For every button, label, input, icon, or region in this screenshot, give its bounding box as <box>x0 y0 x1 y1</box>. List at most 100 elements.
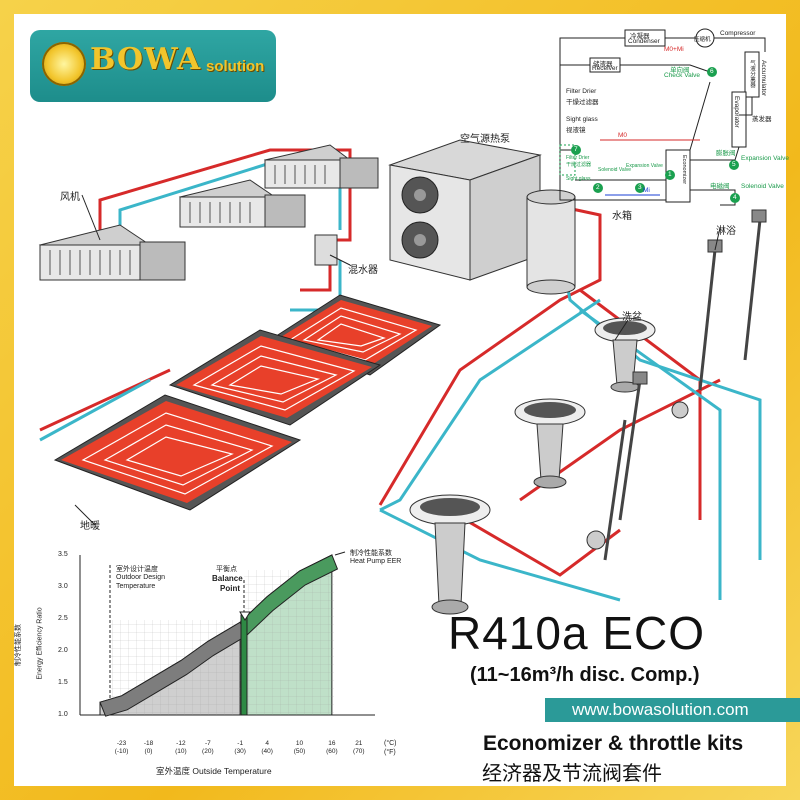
schematic-node-markers <box>571 67 740 203</box>
balance-point-marker-icon <box>239 611 251 621</box>
x-tick-label: 10 (50) <box>288 740 312 756</box>
kit-name-en: Economizer & throttle kits <box>483 732 744 755</box>
sch-sight2: Sight glass <box>566 176 591 182</box>
sch-compressor-cn: 压缩机 <box>694 37 711 43</box>
sch-m0: M0 <box>618 132 628 139</box>
x-tick-label: 16 (60) <box>320 740 344 756</box>
sch-filter: Filter Drier <box>566 88 597 95</box>
chart-design-en2: Temperature <box>116 583 156 590</box>
x-tick-label-f: (-10) <box>114 748 129 755</box>
x-tick-label-f: (70) <box>353 748 365 755</box>
sch-condenser: Condenser <box>628 38 660 45</box>
sch-m0mi: M0+Mi <box>664 46 684 53</box>
eer-chart <box>79 551 375 717</box>
air-source-heat-pump <box>388 139 542 281</box>
label-shower: 淋浴 <box>716 226 736 237</box>
x-tick-label: -12 (10) <box>169 740 193 756</box>
x-tick-label-f: (30) <box>234 748 246 755</box>
sch-node-7: 7 <box>574 146 578 153</box>
y-tick-label: 3.5 <box>58 551 68 558</box>
sch-check-cn: 单向阀 <box>670 67 690 74</box>
chart-unit-f: (°F) <box>384 749 396 756</box>
sch-node-4: 4 <box>733 194 737 201</box>
wash-basins <box>409 317 656 615</box>
chart-ylabel-cn: 制冷性能系数 <box>15 624 22 666</box>
sch-economizer: Economizer <box>681 155 687 185</box>
x-tick-label: -7 (20) <box>196 740 220 756</box>
website-link[interactable]: www.bowasolution.com <box>572 700 749 719</box>
sch-solenoid2: Solenoid Valve <box>741 183 784 190</box>
floor-heating-panels <box>53 294 442 511</box>
x-tick-label: 4 (40) <box>255 740 279 756</box>
x-tick-label-f: (40) <box>261 748 273 755</box>
sch-node-1: 1 <box>668 171 672 178</box>
chart-balance-cn: 平衡点 <box>216 566 237 573</box>
x-tick-label: -18 (0) <box>137 740 161 756</box>
water-tank <box>526 189 576 295</box>
chart-balance-en1: Balance <box>212 574 243 583</box>
sch-receiver-cn: 储液器 <box>593 61 613 68</box>
chart-eer-en: Heat Pump EER <box>350 558 402 565</box>
chart-design-en1: Outdoor Design <box>116 574 166 581</box>
chart-xlabel: 室外温度 Outside Temperature <box>156 766 272 776</box>
chart-balance-en2: Point <box>220 584 240 593</box>
sch-node-2: 2 <box>596 184 600 191</box>
fan-coil-units <box>38 144 379 281</box>
label-mixer: 混水器 <box>348 265 378 276</box>
sch-accumulator-cn: 气液分离器 <box>749 60 755 88</box>
sch-filter-cn: 干燥过滤器 <box>566 99 599 106</box>
x-tick-label-f: (20) <box>202 748 214 755</box>
sch-expansion2: Expansion Valve <box>741 155 789 162</box>
sch-solenoid: Solenoid Valve <box>598 167 631 173</box>
x-tick-label: -1 (30) <box>228 740 252 756</box>
balance-point-column <box>240 614 248 716</box>
label-heat-pump: 空气源热泵 <box>460 134 510 145</box>
x-tick-label-f: (60) <box>326 748 338 755</box>
mixer-valve <box>314 234 338 266</box>
x-tick-label: 21 (70) <box>347 740 371 756</box>
x-tick-label-f: (50) <box>293 748 306 755</box>
chart-design-cn: 室外设计温度 <box>116 566 158 573</box>
sch-expansion: Expansion Valve <box>626 163 663 169</box>
eer-curve-band <box>239 554 339 638</box>
sch-sight: Sight glass <box>566 116 598 123</box>
sch-node-5: 5 <box>732 161 736 168</box>
sch-expansion-cn: 膨胀阀 <box>716 150 736 157</box>
chart-unit-c: (°C) <box>384 740 397 747</box>
product-subtitle: (11~16m³/h disc. Comp.) <box>470 664 700 686</box>
sch-evaporator: Evaporator <box>733 96 740 128</box>
y-tick-label: 2.0 <box>58 647 68 654</box>
brand-suffix: solution <box>206 58 265 75</box>
chart-eer-cn: 制冷性能系数 <box>350 550 392 557</box>
y-tick-label: 2.5 <box>58 615 68 622</box>
shower-columns <box>603 219 762 561</box>
sch-solenoid-cn: 电磁阀 <box>710 183 730 190</box>
label-floor-heating: 地暖 <box>80 521 100 532</box>
chart-ylabel-en: Energy Efficiency Ratio <box>36 607 44 680</box>
product-title: R410a ECO <box>448 607 706 659</box>
x-tick-label-f: (10) <box>175 748 187 755</box>
sch-node-3: 3 <box>638 184 642 191</box>
y-tick-label: 3.0 <box>58 583 68 590</box>
x-tick-label-f: (0) <box>144 748 153 755</box>
sch-sight-cn: 视液镜 <box>566 127 586 134</box>
website-banner <box>545 698 800 722</box>
brand-name: BOWA <box>90 42 202 77</box>
sch-node-6: 6 <box>710 68 714 75</box>
sch-filter2: Filter Drier <box>566 155 590 161</box>
sch-condenser-cn: 冷凝器 <box>630 33 650 40</box>
y-tick-label: 1.5 <box>58 679 68 686</box>
sch-check: Check Valve <box>664 72 701 79</box>
kit-name-cn: 经济器及节流阀套件 <box>482 763 662 785</box>
x-tick-label: -23 (-10) <box>110 740 134 756</box>
sch-evaporator-cn: 蒸发器 <box>752 116 772 123</box>
label-fan: 风机 <box>60 192 80 203</box>
logo-emblem-icon <box>42 42 86 86</box>
sch-accumulator: Accumulator <box>760 60 767 97</box>
sch-filter2-cn: 干燥过滤器 <box>566 162 592 168</box>
label-tank: 水箱 <box>612 211 632 222</box>
y-tick-label: 1.0 <box>58 711 68 718</box>
sch-mi: Mi <box>643 187 650 194</box>
sch-compressor: Compressor <box>720 30 756 37</box>
